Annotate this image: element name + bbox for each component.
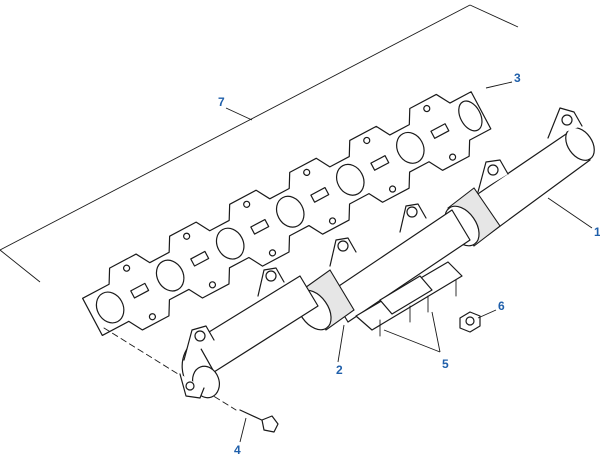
callout-7: 7 [218,95,225,109]
rear-manifold-section [465,107,595,236]
middle-manifold-section [329,203,471,323]
callout-5: 5 [442,357,449,371]
callout-2: 2 [336,363,343,377]
bolt [239,409,279,433]
callout-1: 1 [594,225,600,239]
callout-3: 3 [514,71,521,85]
front-manifold-section [179,267,319,399]
leader-lines [225,81,593,443]
alignment-line [103,327,237,411]
callout-6: 6 [498,299,505,313]
assembly-bracket [0,4,519,283]
gasket [82,91,492,337]
nut [459,311,481,333]
outlet-flange [355,261,463,337]
callout-4: 4 [234,443,241,457]
